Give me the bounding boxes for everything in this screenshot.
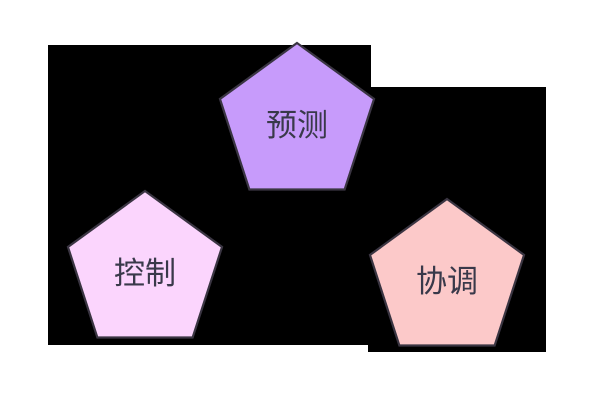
pentagon-shape-forecast[interactable] [218, 41, 376, 191]
pentagon-label-coordinate: 协调 [416, 264, 478, 300]
pentagon-node-control[interactable]: 控制 [66, 189, 224, 339]
pentagon-label-control: 控制 [114, 256, 176, 292]
pentagon-shape-control[interactable] [66, 189, 224, 339]
pentagon-label-forecast: 预测 [266, 108, 328, 144]
pentagon-node-forecast[interactable]: 预测 [218, 41, 376, 191]
pentagon-node-coordinate[interactable]: 协调 [368, 197, 526, 347]
pentagon-shape-coordinate[interactable] [368, 197, 526, 347]
